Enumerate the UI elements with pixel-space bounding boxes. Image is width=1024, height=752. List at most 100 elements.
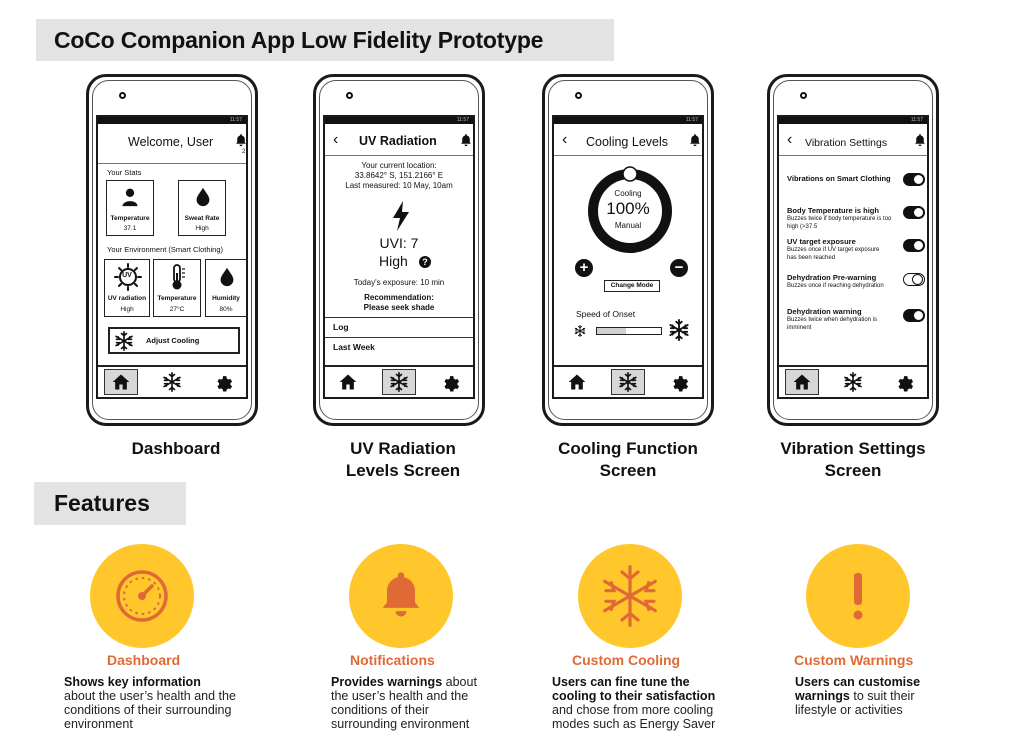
snowflake-icon [389,372,409,392]
dashboard-feature-circle [90,544,194,648]
home-icon [111,372,131,392]
back-icon[interactable]: ‹ [333,131,339,148]
back-icon[interactable]: ‹ [787,131,793,148]
nav-home-button[interactable] [560,369,594,395]
setting-desc: Buzzes once if UV target exposure has be… [787,247,880,261]
notifications-feature-circle [349,544,453,648]
nav-settings-button[interactable] [887,369,921,395]
feature-desc-bold: Users can fine tune the cooling to their… [552,675,716,703]
feature-desc-notifications: Provides warnings about the user’s healt… [331,675,491,731]
uv-label-line-2: Levels Screen [345,461,461,480]
nav-settings-button[interactable] [662,369,696,395]
notification-count: 2 [242,149,246,155]
nav-settings-button[interactable] [206,369,240,395]
uv-radiation-label: UV radiation [107,295,147,302]
snowflake-small-icon [574,325,586,337]
feature-desc-custom-cooling: Users can fine tune the cooling to their… [552,675,728,731]
camera-icon [575,92,582,99]
cooling-label-line-1: Cooling Function [558,439,698,458]
last-week-item[interactable]: Last Week [333,342,375,352]
sweat-rate-stat-card[interactable]: Sweat Rate High [178,180,226,236]
bottom-nav [779,365,927,397]
feature-desc-bold: Users can customise warnings [795,675,921,703]
nav-home-button[interactable] [331,369,365,395]
speed-slider[interactable] [596,327,662,335]
feature-title-dashboard: Dashboard [107,652,181,668]
uv-icon-text: UV [122,272,132,279]
adjust-cooling-label: Adjust Cooling [146,336,200,345]
uvi-value: UVI: 7 [379,235,419,251]
toggle-dehydration-warning[interactable] [903,309,925,322]
bottom-nav [554,365,702,397]
humidity-card[interactable]: Humidity 80% [205,259,246,317]
toggle-body-temperature[interactable] [903,206,925,219]
thermometer-icon [172,264,185,290]
exclamation-icon [853,573,863,620]
nav-cooling-button[interactable] [836,369,870,395]
snowflake-icon [114,331,134,351]
feature-title-notifications: Notifications [350,652,435,668]
home-icon [567,372,587,392]
nav-cooling-button[interactable] [382,369,416,395]
humidity-value: 80% [219,306,233,313]
back-icon[interactable]: ‹ [562,131,568,148]
feature-desc-rest: about the user’s health and the conditio… [64,689,236,731]
speed-slider-fill [597,328,626,334]
sweat-rate-value: High [195,225,209,232]
adjust-cooling-button[interactable]: Adjust Cooling [108,327,240,354]
nav-settings-button[interactable] [433,369,467,395]
uv-level: High [379,253,408,269]
bell-icon[interactable] [913,133,927,147]
lightning-icon [393,201,409,231]
gear-icon [894,372,914,392]
log-item[interactable]: Log [333,322,349,332]
bell-icon[interactable] [688,133,702,147]
setting-desc: Buzzes twice if body temperature is too … [787,216,892,230]
cooling-label-line-2: Screen [599,461,657,480]
toggle-uv-target-exposure[interactable] [903,239,925,252]
dial-knob[interactable] [622,166,638,182]
snowflake-icon [162,372,182,392]
nav-home-button[interactable] [785,369,819,395]
dashboard-label-text: Dashboard [131,439,221,458]
divider [554,155,702,156]
gear-icon [440,372,460,392]
feature-title-custom-cooling: Custom Cooling [572,652,681,668]
uv-radiation-card[interactable]: UV UV radiation High [104,259,150,317]
camera-icon [800,92,807,99]
divider [98,163,246,164]
phone-cooling: 11:57 ‹ Cooling Levels Cooling 100% Manu… [542,74,714,426]
cooling-mode: Manual [614,221,642,230]
env-temperature-card[interactable]: Temperature 27°C [153,259,201,317]
bell-icon[interactable] [459,133,473,147]
divider [325,337,473,338]
nav-cooling-button[interactable] [155,369,189,395]
bell-icon[interactable] [234,133,248,147]
vibration-label-line-2: Screen [824,461,882,480]
nav-cooling-button[interactable] [611,369,645,395]
setting-title: Vibrations on Smart Clothing [787,174,891,183]
toggle-dehydration-pre-warning[interactable] [903,273,925,286]
sun-icon [114,263,142,291]
vibration-title: Vibration Settings [805,137,888,149]
cooling-screen-label: Cooling Function Screen [533,438,723,482]
cooling-dial[interactable] [584,161,676,253]
decrease-button[interactable]: − [670,259,688,277]
vibration-screen-label: Vibration Settings Screen [758,438,948,482]
feature-desc-rest: to suit their lifestyle or activities [795,689,915,717]
nav-home-button[interactable] [104,369,138,395]
status-bar: 11:57 [554,117,702,124]
bottom-nav [325,365,473,397]
increase-button[interactable]: + [575,259,593,277]
welcome-text: Welcome, User [128,135,214,149]
snowflake-icon [843,372,863,392]
toggle-vibrations-smart-clothing[interactable] [903,173,925,186]
help-icon[interactable]: ? [419,256,431,268]
cooling-title: Cooling Levels [586,135,668,149]
change-mode-button[interactable]: Change Mode [604,280,660,292]
temperature-stat-card[interactable]: Temperature 37.1 [106,180,154,236]
person-icon [122,188,138,207]
gear-icon [213,372,233,392]
uv-radiation-value: High [120,306,134,313]
